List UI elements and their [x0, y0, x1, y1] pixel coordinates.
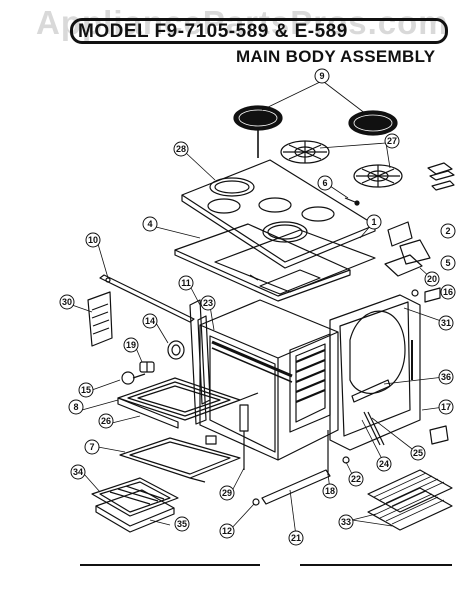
kick-plate — [261, 469, 331, 505]
callout-number: 27 — [387, 136, 397, 146]
callout-number: 17 — [441, 402, 451, 412]
broiler-pan — [91, 477, 179, 533]
callout-number: 18 — [325, 486, 335, 496]
callout-30: 30 — [59, 294, 75, 310]
callout-19: 19 — [123, 337, 139, 353]
callout-number: 26 — [101, 416, 111, 426]
oven-racks — [367, 469, 453, 531]
callout-36: 36 — [438, 369, 454, 385]
callout-number: 34 — [73, 467, 83, 477]
callout-23: 23 — [200, 295, 216, 311]
callout-24: 24 — [376, 456, 392, 472]
callout-22: 22 — [348, 471, 364, 487]
callout-2: 2 — [440, 223, 456, 239]
callout-1: 1 — [366, 214, 382, 230]
side-bracket — [429, 425, 449, 445]
screw — [344, 197, 360, 206]
model-title: MODEL F9-7105-589 & E-589 — [78, 21, 348, 42]
callout-8: 8 — [68, 399, 84, 415]
callout-25: 25 — [410, 445, 426, 461]
callout-10: 10 — [85, 232, 101, 248]
callout-number: 33 — [341, 517, 351, 527]
callout-number: 1 — [371, 217, 376, 227]
callout-number: 14 — [145, 316, 155, 326]
callout-35: 35 — [174, 516, 190, 532]
callout-27: 27 — [384, 133, 400, 149]
callout-28: 28 — [173, 141, 189, 157]
callout-31: 31 — [438, 315, 454, 331]
callout-number: 12 — [222, 526, 232, 536]
surface-element-left — [233, 105, 283, 158]
hinge-parts — [384, 221, 441, 303]
callout-11: 11 — [178, 275, 194, 291]
callout-number: 4 — [147, 219, 152, 229]
assembly-title: MAIN BODY ASSEMBLY — [236, 47, 436, 66]
oven-cavity — [199, 299, 339, 461]
callout-number: 36 — [441, 372, 451, 382]
callout-21: 21 — [288, 530, 304, 546]
trim-parts — [427, 162, 455, 191]
switch — [139, 361, 155, 373]
callout-number: 15 — [81, 385, 91, 395]
callout-number: 10 — [88, 235, 98, 245]
callout-15: 15 — [78, 382, 94, 398]
callout-number: 2 — [445, 226, 450, 236]
callout-number: 23 — [203, 298, 213, 308]
callout-14: 14 — [142, 313, 158, 329]
sensor-bracket — [239, 404, 249, 470]
callout-4: 4 — [142, 216, 158, 232]
hardware — [327, 430, 350, 475]
oven-lamp — [121, 371, 146, 385]
callout-number: 21 — [291, 533, 301, 543]
callout-number: 7 — [89, 442, 94, 452]
callout-number: 20 — [427, 274, 437, 284]
bake-element — [117, 377, 259, 421]
callout-number: 35 — [177, 519, 187, 529]
callout-26: 26 — [98, 413, 114, 429]
door-latch — [351, 379, 391, 446]
callout-number: 29 — [222, 488, 232, 498]
callout-9: 9 — [314, 68, 330, 84]
surface-element-right — [348, 110, 398, 136]
callout-number: 28 — [176, 144, 186, 154]
callout-number: 8 — [73, 402, 78, 412]
callout-number: 30 — [62, 297, 72, 307]
vent-cover — [87, 291, 113, 347]
callout-5: 5 — [440, 255, 456, 271]
callout-7: 7 — [84, 439, 100, 455]
callout-number: 25 — [413, 448, 423, 458]
callout-number: 22 — [351, 474, 361, 484]
heat-shield — [117, 397, 179, 429]
callout-number: 9 — [319, 71, 324, 81]
callout-number: 11 — [181, 278, 191, 288]
callout-number: 5 — [445, 258, 450, 268]
callout-number: 16 — [443, 287, 453, 297]
body-top — [214, 229, 376, 295]
model-title-frame — [70, 18, 448, 44]
callout-number: 24 — [379, 459, 389, 469]
callout-12: 12 — [219, 523, 235, 539]
watermark: AppliancePartsPros.com — [36, 4, 449, 41]
bottom-screw — [252, 498, 260, 506]
top-panel — [174, 223, 351, 302]
element-support-left — [280, 140, 330, 164]
broil-element — [119, 435, 241, 483]
element-support-right — [353, 164, 403, 188]
callout-16: 16 — [440, 284, 456, 300]
callout-33: 33 — [338, 514, 354, 530]
callout-number: 31 — [441, 318, 451, 328]
callout-20: 20 — [424, 271, 440, 287]
callout-18: 18 — [322, 483, 338, 499]
callout-29: 29 — [219, 485, 235, 501]
callout-34: 34 — [70, 464, 86, 480]
control-knob — [167, 340, 185, 360]
callout-number: 19 — [126, 340, 136, 350]
callout-6: 6 — [317, 175, 333, 191]
callout-number: 6 — [322, 178, 327, 188]
callout-17: 17 — [438, 399, 454, 415]
